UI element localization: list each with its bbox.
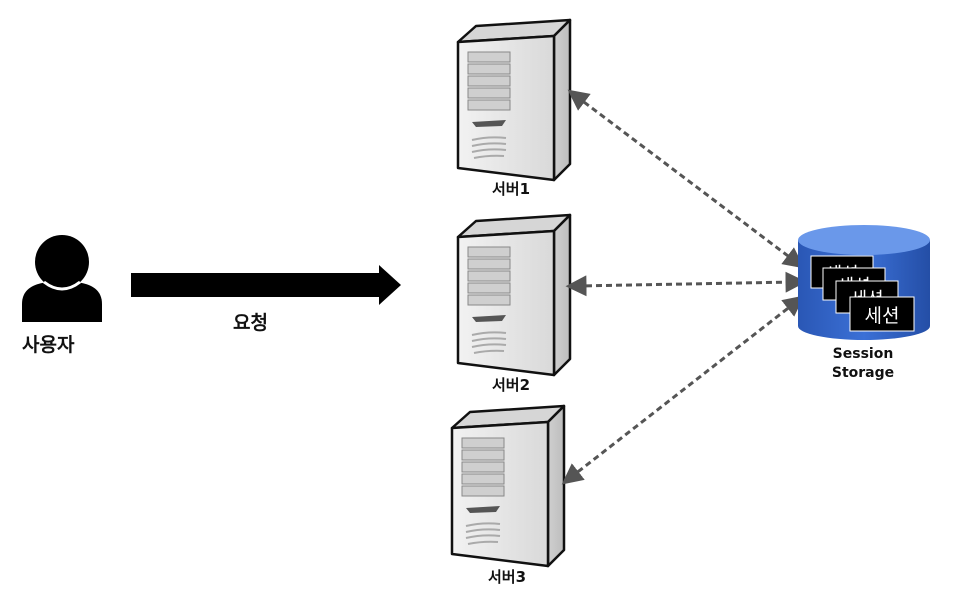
server-2 (456, 213, 572, 377)
link-server2-storage (565, 271, 807, 297)
link-server1-storage (567, 89, 805, 269)
request-label: 요청 (233, 312, 268, 334)
server-tower-icon (450, 404, 566, 568)
user-label: 사용자 (22, 334, 75, 356)
server-2-label: 서버2 (492, 376, 531, 394)
session-card: 세션 (849, 296, 915, 332)
server-3-label: 서버3 (488, 568, 527, 586)
server-1-label: 서버1 (492, 180, 531, 198)
storage-label-line1: Session (832, 346, 894, 362)
session-card-label: 세션 (865, 305, 900, 327)
request-arrow (131, 265, 401, 305)
server-3 (450, 404, 566, 568)
server-1 (456, 18, 572, 182)
server-tower-icon (456, 18, 572, 182)
link-server3-storage (561, 295, 805, 485)
storage-label-line2: Storage (831, 365, 895, 381)
server-tower-icon (456, 213, 572, 377)
user-icon (22, 235, 102, 322)
storage-label: Session Storage (815, 345, 911, 383)
